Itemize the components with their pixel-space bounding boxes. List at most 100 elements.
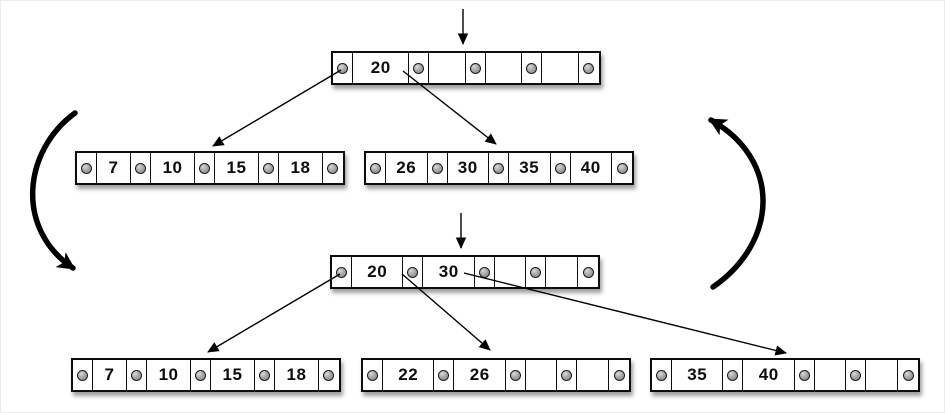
pointer-cell xyxy=(255,360,275,390)
pointer-cell xyxy=(609,360,629,390)
pointer-dot-icon xyxy=(431,162,443,174)
pointer-cell xyxy=(795,360,815,390)
pointer-cell xyxy=(434,360,455,390)
pointer-dot-icon xyxy=(493,162,504,174)
pointer-cell xyxy=(323,153,343,183)
key-cell xyxy=(526,360,558,390)
pointer-dot-icon xyxy=(727,369,739,381)
key-cell: 35 xyxy=(672,360,724,390)
pointer-dot-icon xyxy=(195,369,207,381)
pointer-cell xyxy=(489,153,509,183)
pointer-cell xyxy=(332,257,352,287)
pointer-cell xyxy=(127,360,148,390)
pointer-dot-icon xyxy=(367,369,378,381)
pointer-cell xyxy=(579,53,599,83)
pointer-dot-icon xyxy=(327,162,339,174)
pointer-cell xyxy=(259,153,279,183)
node-top-root: 20 xyxy=(331,51,601,85)
key-cell xyxy=(486,53,523,83)
pointer-cell xyxy=(723,360,744,390)
pointer-cell xyxy=(522,53,543,83)
edge-top-root-to-left-leaf xyxy=(212,69,342,147)
key-cell xyxy=(429,53,466,83)
key-cell xyxy=(542,53,579,83)
pointer-cell xyxy=(73,360,93,390)
pointer-cell xyxy=(195,153,216,183)
pointer-cell xyxy=(366,153,386,183)
pointer-dot-icon xyxy=(798,369,810,381)
key-cell: 10 xyxy=(151,153,196,183)
pointer-dot-icon xyxy=(554,162,566,174)
key-cell: 22 xyxy=(383,360,435,390)
key-cell: 30 xyxy=(423,257,475,287)
pointer-cell xyxy=(557,360,578,390)
cycle-arrow-right-up-icon xyxy=(708,117,766,290)
pointer-dot-icon xyxy=(336,266,347,278)
key-cell xyxy=(866,360,899,390)
pointer-cell xyxy=(409,53,430,83)
pointer-dot-icon xyxy=(509,369,521,381)
node-bottom-leaf-left: 7 10 15 18 xyxy=(71,358,341,392)
key-cell: 26 xyxy=(454,360,506,390)
pointer-dot-icon xyxy=(902,369,914,381)
key-cell xyxy=(546,257,579,287)
key-cell: 10 xyxy=(147,360,192,390)
pointer-dot-icon xyxy=(438,369,450,381)
pointer-cell xyxy=(612,153,632,183)
pointer-cell xyxy=(191,360,212,390)
node-top-leaf-right: 26 30 35 40 xyxy=(364,151,634,185)
key-cell: 15 xyxy=(211,360,255,390)
pointer-dot-icon xyxy=(131,369,143,381)
pointer-cell xyxy=(131,153,152,183)
pointer-dot-icon xyxy=(616,162,628,174)
pointer-dot-icon xyxy=(135,162,147,174)
node-top-leaf-left: 7 10 15 18 xyxy=(75,151,345,185)
pointer-cell xyxy=(551,153,571,183)
pointer-dot-icon xyxy=(478,266,490,278)
key-cell: 15 xyxy=(215,153,259,183)
pointer-dot-icon xyxy=(259,369,270,381)
key-cell xyxy=(815,360,847,390)
pointer-cell xyxy=(319,360,339,390)
pointer-dot-icon xyxy=(407,266,419,278)
pointer-dot-icon xyxy=(582,266,594,278)
pointer-cell xyxy=(846,360,867,390)
key-cell: 18 xyxy=(279,153,323,183)
node-bottom-root: 20 30 xyxy=(330,255,600,289)
pointer-dot-icon xyxy=(526,62,538,74)
pointer-dot-icon xyxy=(81,162,92,174)
cycle-arrow-left-down-icon xyxy=(29,110,78,271)
pointer-cell xyxy=(333,53,353,83)
pointer-dot-icon xyxy=(469,62,481,74)
pointer-cell xyxy=(466,53,486,83)
key-cell: 26 xyxy=(386,153,428,183)
key-cell: 40 xyxy=(743,360,795,390)
key-cell xyxy=(495,257,527,287)
pointer-dot-icon xyxy=(77,369,88,381)
pointer-cell xyxy=(578,257,598,287)
key-cell xyxy=(577,360,610,390)
pointer-cell xyxy=(428,153,448,183)
pointer-dot-icon xyxy=(337,62,348,74)
key-cell: 30 xyxy=(448,153,489,183)
pointer-dot-icon xyxy=(561,369,573,381)
pointer-dot-icon xyxy=(199,162,211,174)
pointer-dot-icon xyxy=(263,162,274,174)
pointer-dot-icon xyxy=(583,62,595,74)
pointer-cell xyxy=(652,360,672,390)
pointer-cell xyxy=(898,360,918,390)
key-cell: 18 xyxy=(275,360,319,390)
pointer-dot-icon xyxy=(530,266,542,278)
pointer-dot-icon xyxy=(370,162,381,174)
node-bottom-leaf-middle: 22 26 xyxy=(361,358,631,392)
node-bottom-leaf-right: 35 40 xyxy=(650,358,920,392)
key-cell: 7 xyxy=(97,153,132,183)
key-cell: 40 xyxy=(571,153,612,183)
edge-bottom-root-to-left-leaf xyxy=(207,273,341,353)
pointer-cell xyxy=(475,257,495,287)
pointer-dot-icon xyxy=(850,369,862,381)
pointer-cell xyxy=(363,360,383,390)
key-cell: 20 xyxy=(352,257,404,287)
key-cell: 35 xyxy=(509,153,551,183)
